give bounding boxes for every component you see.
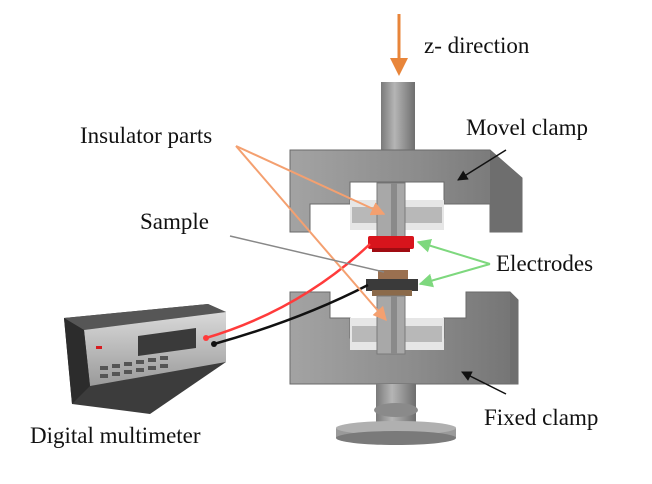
lower-electrode xyxy=(366,279,418,291)
digital-multimeter-label: Digital multimeter xyxy=(30,423,201,448)
down-arrow-icon xyxy=(390,14,408,76)
fixed-clamp xyxy=(289,291,519,385)
insulator-parts-label: Insulator parts xyxy=(80,123,213,148)
fixed-clamp-label: Fixed clamp xyxy=(484,405,599,430)
fixed-clamp-pointer xyxy=(461,371,507,395)
upper-electrode xyxy=(368,236,414,249)
red-lead xyxy=(205,243,371,340)
electrodes-label: Electrodes xyxy=(496,251,594,276)
sample-label: Sample xyxy=(140,209,209,234)
sample xyxy=(378,270,408,279)
direction-label: z- direction xyxy=(424,33,530,58)
movable-clamp-label: Movel clamp xyxy=(466,115,588,140)
movable-clamp xyxy=(289,149,523,240)
black-lead xyxy=(213,283,369,346)
movable-clamp-pointer xyxy=(457,149,507,181)
digital-multimeter-device xyxy=(64,304,226,414)
sample-pointer xyxy=(229,235,385,273)
electrode-pointers xyxy=(416,238,491,288)
base-pedestal xyxy=(336,384,456,445)
insulator-pointers xyxy=(235,145,387,322)
load-shaft xyxy=(381,82,415,158)
